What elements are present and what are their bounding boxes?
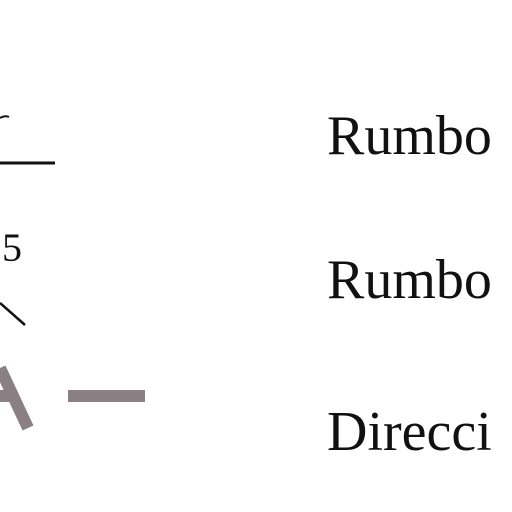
legend-label-direccion: Direcci — [327, 401, 492, 463]
numbered-tick-icon — [0, 302, 26, 326]
legend-label-rumbo-1: Rumbo — [327, 105, 492, 167]
legend-label-rumbo-2: Rumbo — [327, 249, 492, 311]
solid-line-icon — [0, 115, 55, 165]
dashed-arrow-icon — [0, 365, 145, 431]
rumbo-number: 5 — [2, 225, 22, 270]
